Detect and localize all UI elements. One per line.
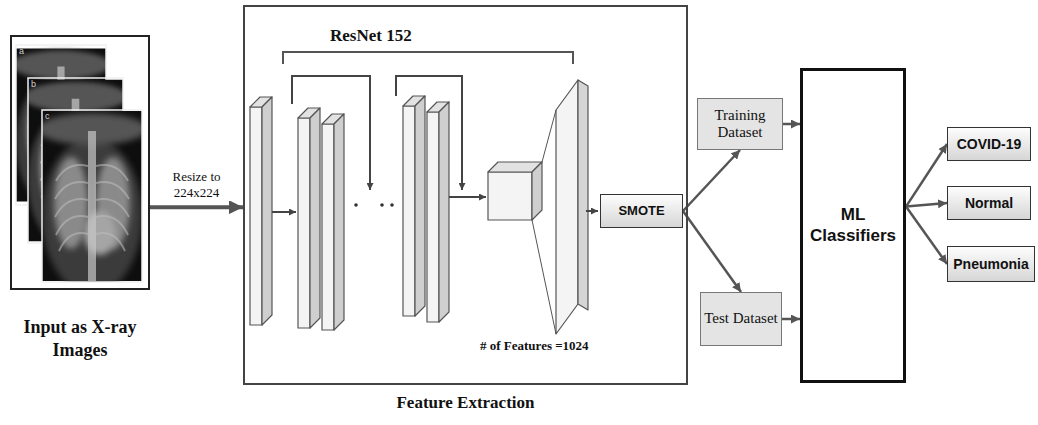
image-letter: b (31, 79, 36, 89)
box-label: ML Classifiers (807, 205, 899, 246)
network-name: ResNet 152 (330, 26, 412, 46)
class-box: COVID-19 (947, 127, 1031, 161)
fan-lines (532, 110, 556, 334)
box-label: Training Dataset (701, 107, 779, 142)
feature-count: # of Features =1024 (480, 338, 589, 354)
box-label: Pneumonia (951, 256, 1031, 273)
arrow-connector (782, 318, 800, 321)
feature-extraction-frame: SMOTEFeature Extraction (243, 5, 688, 385)
edge-label: Resize to 224x224 (156, 169, 238, 202)
arrow-connector (906, 207, 947, 264)
frame-caption: Input as X-ray Images (23, 316, 138, 363)
skip-connections (272, 76, 598, 212)
xray-image (37, 110, 147, 294)
arrow-connector (683, 211, 741, 292)
arrow-connector (683, 150, 740, 211)
ellipsis-dots (354, 203, 394, 207)
image-letter: a (19, 46, 24, 56)
box-label: Test Dataset (704, 310, 778, 327)
class-box: Pneumonia (947, 246, 1035, 282)
arrow-connector (906, 144, 947, 207)
image-letter: c (45, 111, 50, 121)
arrow-connector (783, 123, 800, 126)
box-label: Normal (952, 195, 1026, 212)
dataset-box: Test Dataset (700, 292, 782, 346)
arrow-connector (906, 203, 947, 207)
class-box: Normal (947, 186, 1031, 220)
frame-caption: Feature Extraction (316, 393, 616, 413)
dataset-box: Training Dataset (697, 98, 783, 150)
classifier-box: ML Classifiers (800, 68, 906, 383)
input-frame: Input as X-ray Images (10, 35, 150, 290)
process-box: SMOTE (600, 194, 683, 228)
conv-layers (250, 80, 588, 334)
box-label: SMOTE (605, 203, 678, 219)
arrow-connector (150, 205, 243, 209)
box-label: COVID-19 (952, 136, 1026, 153)
resnet-bracket (283, 52, 573, 64)
